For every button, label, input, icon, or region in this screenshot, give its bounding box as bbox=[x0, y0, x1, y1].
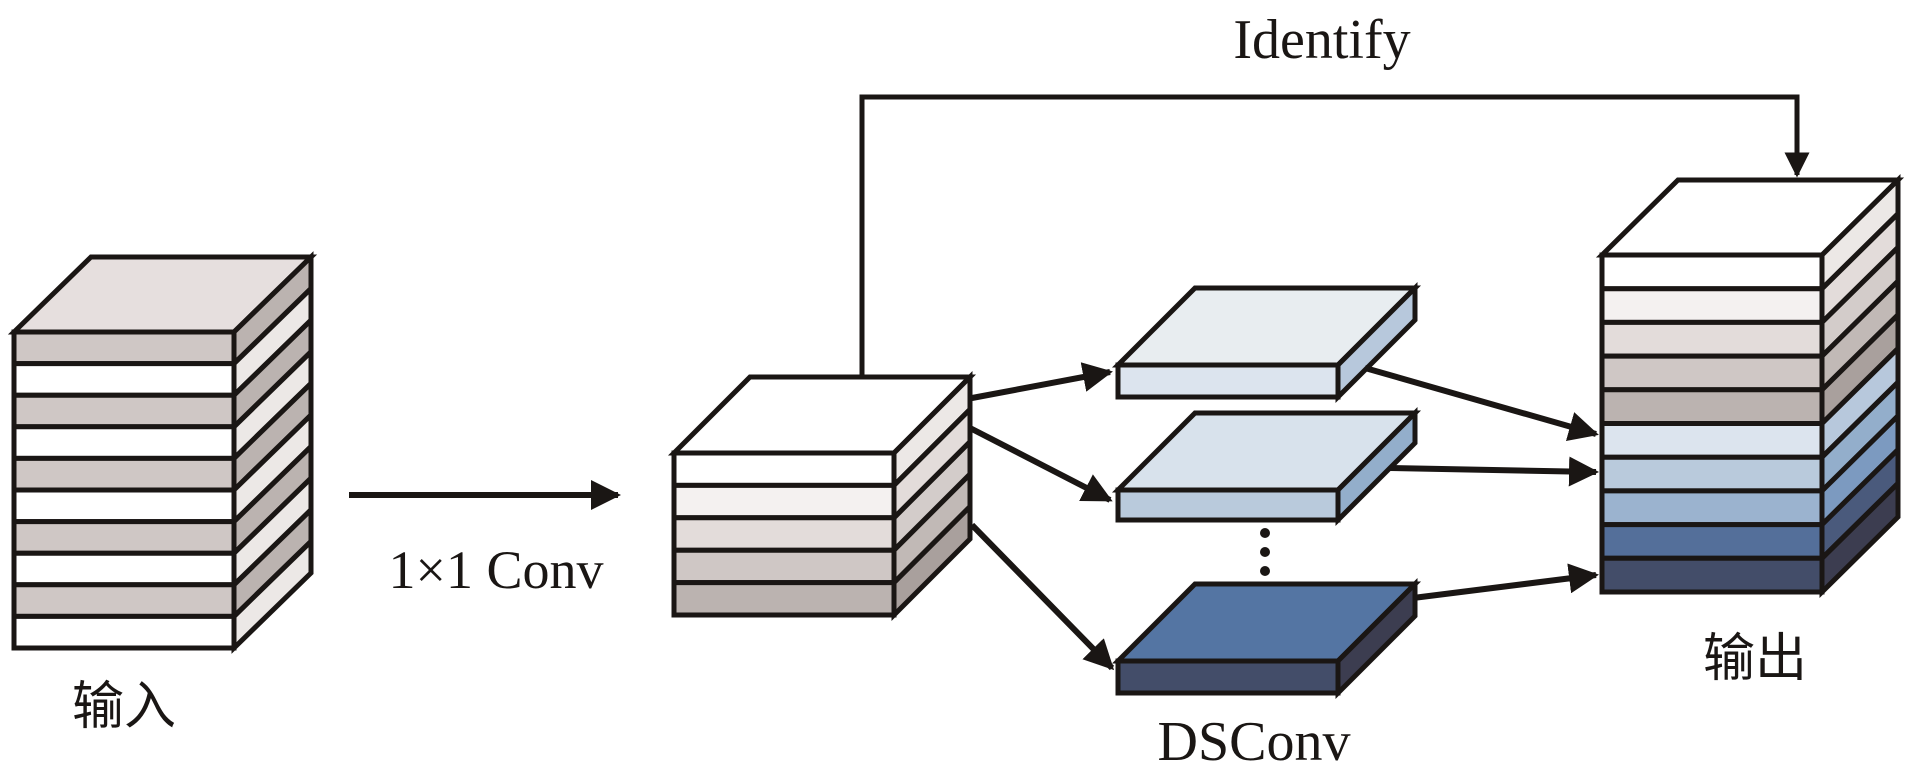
merge-arrow-n bbox=[1412, 563, 1599, 601]
branch-arrow-n bbox=[969, 522, 1115, 671]
merge-arrow-1 bbox=[1364, 365, 1599, 442]
input-tensor-layer-front bbox=[11, 455, 237, 493]
conv-output-tensor-layer-front bbox=[671, 482, 897, 521]
conv1x1-label: 1×1 Conv bbox=[389, 540, 604, 600]
output-tensor-layer-front bbox=[1599, 353, 1825, 393]
input-tensor-layer-front bbox=[11, 519, 237, 556]
identify-skip-connection bbox=[859, 94, 1810, 376]
dsconv-branches bbox=[1111, 281, 1422, 700]
output-tensor-layer-front bbox=[1599, 555, 1825, 595]
input-tensor-layer-front bbox=[11, 582, 237, 619]
output-label: 输出 bbox=[1703, 629, 1807, 689]
input-label: 输入 bbox=[72, 677, 176, 737]
input-tensor-layer-front bbox=[11, 361, 237, 398]
dsconv-slab-2 bbox=[1111, 406, 1422, 527]
output-tensor-layer-front bbox=[1599, 421, 1825, 460]
input-tensor-layer-front bbox=[11, 487, 237, 525]
conv-output-tensor-layer-front bbox=[671, 547, 897, 586]
branch-arrow-1 bbox=[971, 362, 1113, 401]
dsconv-slab-1-front-face bbox=[1115, 362, 1341, 400]
dsconv-slab-2-front-face bbox=[1115, 487, 1341, 523]
conv-output-tensor-block bbox=[667, 370, 977, 622]
input-tensor-layer-front bbox=[11, 550, 237, 588]
dsconv-slab-2-side-face bbox=[1335, 406, 1418, 527]
input-tensor-layer-front bbox=[11, 329, 237, 367]
dsconv-slab-1 bbox=[1111, 281, 1422, 404]
input-tensor-layer-front bbox=[11, 424, 237, 461]
output-tensor-layer-front bbox=[1599, 252, 1825, 292]
output-tensor-layer-front bbox=[1599, 454, 1825, 494]
ellipsis-dots bbox=[1260, 528, 1270, 576]
input-tensor-layer-front bbox=[11, 392, 237, 430]
merge-arrow-2 bbox=[1389, 456, 1599, 487]
output-tensor-layer-front bbox=[1599, 387, 1825, 426]
dsconv-slab-n-front-face bbox=[1115, 658, 1341, 696]
conv-output-tensor-layer-front bbox=[671, 580, 897, 618]
output-tensor-layer-front bbox=[1599, 286, 1825, 325]
dsconv-label: DSConv bbox=[1158, 711, 1351, 773]
output-tensor-layer-front bbox=[1599, 522, 1825, 561]
dsconv-slab-n-side-face bbox=[1335, 577, 1418, 700]
output-tensor-layer-front bbox=[1599, 488, 1825, 528]
output-tensor-layer-side bbox=[1819, 477, 1901, 598]
output-tensor-block bbox=[1595, 174, 1905, 598]
input-tensor-layer-side bbox=[231, 535, 314, 654]
branch-arrow-2 bbox=[968, 425, 1113, 503]
dsconv-slab-1-side-face bbox=[1335, 281, 1418, 404]
conv-output-tensor-layer-front bbox=[671, 450, 897, 488]
conv-output-tensor-layer-side bbox=[891, 500, 973, 622]
conv-output-tensor-layer-front bbox=[671, 515, 897, 553]
output-tensor-layer-front bbox=[1599, 319, 1825, 359]
dsconv-slab-n bbox=[1111, 577, 1422, 700]
input-tensor-block bbox=[7, 251, 318, 654]
input-tensor-layer-front bbox=[11, 613, 237, 651]
identify-label: Identify bbox=[1233, 9, 1410, 71]
